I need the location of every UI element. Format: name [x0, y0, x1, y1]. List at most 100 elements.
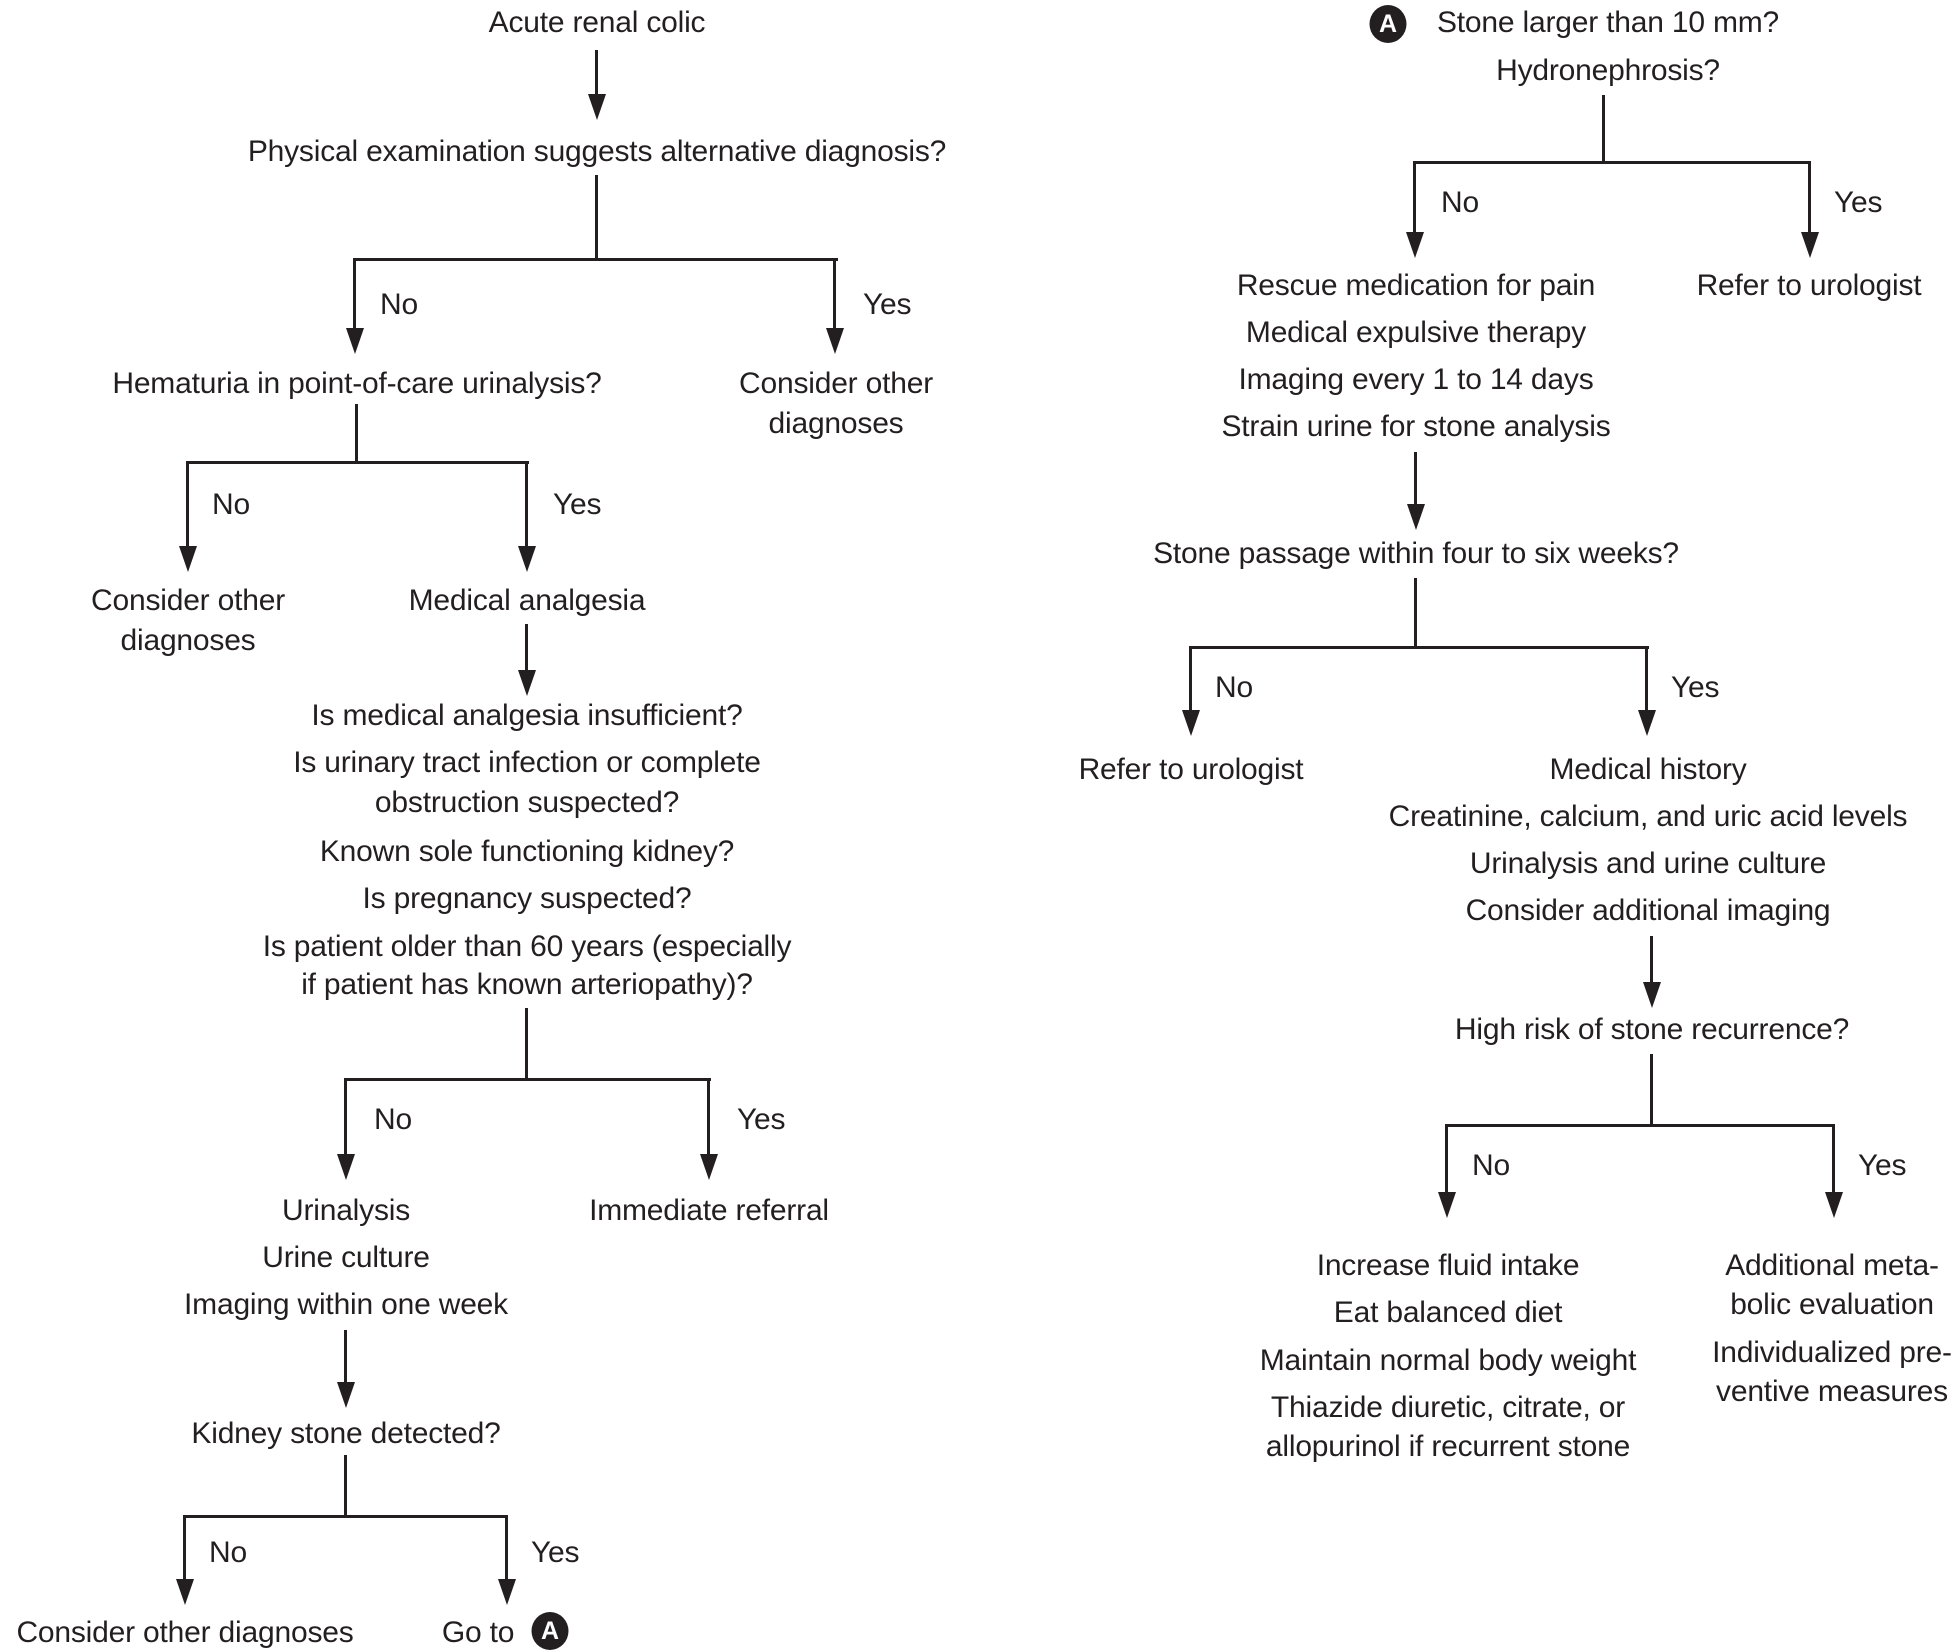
- connector-vertical: [1650, 936, 1653, 982]
- branch-label-no: No: [212, 488, 250, 521]
- branch-label-yes: Yes: [1858, 1149, 1907, 1182]
- arrowhead: [1825, 1192, 1843, 1218]
- connector-vertical: [525, 1008, 528, 1078]
- arrowhead: [176, 1579, 194, 1605]
- node-expulsive-therapy: Medical expulsive therapy: [1245, 316, 1587, 349]
- marker-a-badge: A: [531, 1612, 569, 1650]
- node-immediate-referral: Immediate referral: [589, 1194, 829, 1227]
- node-increase-fluid: Increase fluid intake: [1316, 1249, 1580, 1282]
- node-referral-question: Is patient older than 60 years (especial…: [262, 930, 792, 963]
- node-imaging-one-week: Imaging within one week: [184, 1288, 508, 1321]
- arrowhead: [179, 546, 197, 572]
- connector-vertical-no: [1445, 1124, 1448, 1192]
- node-stone-size-question: Stone larger than 10 mm?: [1436, 6, 1780, 39]
- arrowhead: [1406, 232, 1424, 258]
- branch-label-no: No: [1215, 671, 1253, 704]
- node-serial-imaging: Imaging every 1 to 14 days: [1238, 363, 1594, 396]
- connector-vertical: [595, 175, 598, 260]
- node-refer-to-urologist: Refer to urologist: [1696, 269, 1922, 302]
- connector-vertical: [1650, 1054, 1653, 1124]
- branch-label-no: No: [380, 288, 418, 321]
- node-medical-analgesia: Medical analgesia: [408, 584, 646, 617]
- arrowhead: [700, 1154, 718, 1180]
- branch-label-no: No: [1441, 186, 1479, 219]
- connector-vertical-yes: [1808, 161, 1811, 234]
- connector-vertical-no: [353, 258, 356, 330]
- node-lab-levels: Creatinine, calcium, and uric acid level…: [1388, 800, 1908, 833]
- connector-horizontal: [186, 461, 529, 464]
- connector-vertical: [344, 1330, 347, 1382]
- connector-horizontal: [183, 1515, 507, 1518]
- connector-vertical-no: [1189, 646, 1192, 712]
- node-metabolic-evaluation: Additional meta-: [1725, 1249, 1939, 1282]
- arrowhead: [337, 1154, 355, 1180]
- node-hydronephrosis-question: Hydronephrosis?: [1496, 54, 1720, 87]
- connector-vertical: [595, 50, 598, 94]
- node-referral-question: Known sole functioning kidney?: [319, 835, 735, 868]
- node-urinalysis-culture: Urinalysis and urine culture: [1469, 847, 1827, 880]
- connector-horizontal: [1445, 1124, 1835, 1127]
- arrowhead: [337, 1382, 355, 1408]
- arrowhead: [1407, 504, 1425, 530]
- node-consider-other-diagnoses-bottom: Consider other diagnoses: [16, 1616, 354, 1649]
- connector-vertical: [1602, 95, 1605, 161]
- node-metabolic-evaluation: bolic evaluation: [1730, 1288, 1934, 1321]
- connector-vertical: [344, 1455, 347, 1515]
- node-consider-other-diagnoses: Consider other: [739, 367, 933, 400]
- connector-vertical-no: [344, 1078, 347, 1156]
- connector-vertical: [1414, 578, 1417, 646]
- node-thiazide-citrate: Thiazide diuretic, citrate, or: [1270, 1391, 1626, 1424]
- node-refer-to-urologist: Refer to urologist: [1078, 753, 1304, 786]
- node-consider-other-diagnoses: Consider other: [91, 584, 285, 617]
- node-referral-question: if patient has known arteriopathy)?: [301, 968, 753, 1001]
- connector-vertical-no: [1413, 161, 1416, 234]
- node-urinalysis: Urinalysis: [281, 1194, 411, 1227]
- connector-vertical: [1414, 452, 1417, 506]
- node-consider-other-diagnoses: diagnoses: [768, 407, 904, 440]
- connector-horizontal: [353, 258, 838, 261]
- node-recurrence-risk-question: High risk of stone recurrence?: [1454, 1013, 1850, 1046]
- connector-vertical: [355, 404, 358, 461]
- branch-label-yes: Yes: [1834, 186, 1883, 219]
- node-body-weight: Maintain normal body weight: [1259, 1344, 1637, 1377]
- arrowhead: [826, 328, 844, 354]
- connector-horizontal: [1413, 161, 1811, 164]
- node-referral-question: obstruction suspected?: [374, 786, 680, 819]
- arrowhead: [1801, 232, 1819, 258]
- arrowhead: [1638, 710, 1656, 736]
- node-referral-question: Is medical analgesia insufficient?: [311, 699, 743, 732]
- node-rescue-medication: Rescue medication for pain: [1236, 269, 1596, 302]
- connector-vertical-no: [186, 461, 189, 548]
- node-kidney-stone-question: Kidney stone detected?: [191, 1417, 501, 1450]
- arrowhead: [1182, 710, 1200, 736]
- branch-label-yes: Yes: [531, 1536, 580, 1569]
- branch-label-yes: Yes: [1671, 671, 1720, 704]
- node-referral-question: Is pregnancy suspected?: [362, 882, 692, 915]
- connector-vertical-yes: [1832, 1124, 1835, 1192]
- node-go-to-a: Go to: [441, 1616, 515, 1649]
- arrowhead: [1438, 1192, 1456, 1218]
- connector-horizontal: [1189, 646, 1649, 649]
- node-balanced-diet: Eat balanced diet: [1333, 1296, 1563, 1329]
- connector-vertical-yes: [525, 461, 528, 548]
- connector-vertical-yes: [505, 1515, 508, 1579]
- connector-vertical: [525, 624, 528, 670]
- arrowhead: [498, 1579, 516, 1605]
- arrowhead: [518, 546, 536, 572]
- node-individualized-prevention: Individualized pre-: [1712, 1336, 1952, 1369]
- connector-vertical-no: [183, 1515, 186, 1579]
- arrowhead: [1643, 982, 1661, 1008]
- arrowhead: [588, 94, 606, 120]
- node-urine-culture: Urine culture: [262, 1241, 430, 1274]
- connector-vertical-yes: [707, 1078, 710, 1156]
- connector-vertical-yes: [1645, 646, 1648, 712]
- branch-label-no: No: [1472, 1149, 1510, 1182]
- node-individualized-prevention: ventive measures: [1716, 1375, 1948, 1408]
- node-referral-question: Is urinary tract infection or complete: [293, 746, 761, 779]
- arrowhead: [518, 670, 536, 696]
- node-consider-other-diagnoses: diagnoses: [120, 624, 256, 657]
- marker-a-badge: A: [1369, 5, 1407, 43]
- node-strain-urine: Strain urine for stone analysis: [1221, 410, 1611, 443]
- branch-label-yes: Yes: [553, 488, 602, 521]
